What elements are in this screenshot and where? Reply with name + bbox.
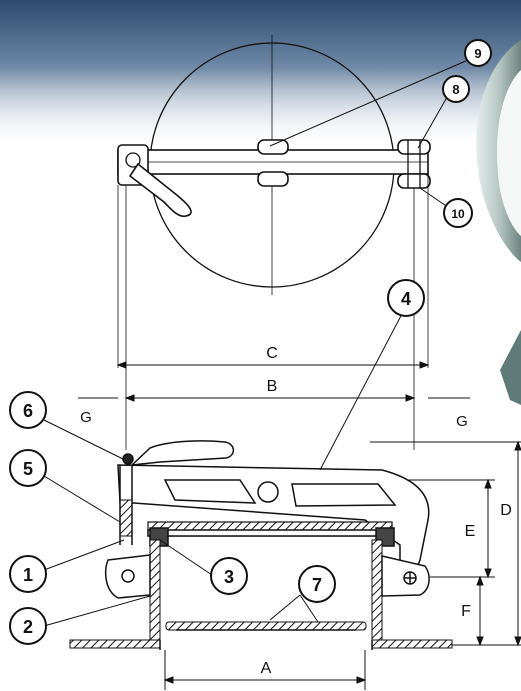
top-view	[117, 35, 431, 295]
right-bolt-top	[397, 139, 431, 155]
dim-label-e: E	[465, 523, 476, 540]
projection-lines	[117, 174, 429, 450]
callout-9: 9	[464, 39, 492, 67]
body-wall-left	[149, 539, 161, 641]
svg-text:4: 4	[401, 289, 411, 309]
header-banner	[0, 0, 521, 150]
callout-2: 2	[9, 607, 47, 645]
top-screw	[122, 453, 134, 465]
svg-text:3: 3	[224, 567, 234, 587]
dimension-labels: C B G G D E F A	[80, 345, 512, 677]
dim-label-g-left: G	[80, 409, 92, 426]
svg-text:6: 6	[23, 401, 33, 421]
svg-text:9: 9	[474, 46, 481, 61]
callout-3: 3	[210, 557, 248, 595]
callout-7: 7	[298, 565, 336, 603]
inner-screen	[165, 621, 367, 631]
callout-4: 4	[387, 279, 425, 317]
product-photo-fragment	[476, 40, 521, 405]
dim-label-a: A	[261, 660, 272, 677]
svg-text:5: 5	[23, 459, 33, 479]
svg-text:10: 10	[451, 207, 465, 221]
center-bolt-bottom	[257, 171, 289, 187]
spring	[119, 499, 133, 537]
dim-label-b: B	[267, 378, 278, 395]
callouts: 9 8 10 4 6 5 1 3	[9, 39, 492, 645]
deck-plate-right	[371, 639, 453, 649]
svg-text:8: 8	[452, 82, 459, 97]
dim-label-d: D	[500, 502, 512, 519]
top-lever	[128, 162, 192, 218]
body-wall-right	[371, 539, 383, 641]
dim-label-f: F	[461, 603, 471, 620]
side-view	[69, 440, 453, 650]
lever-pivot	[257, 481, 279, 503]
dim-label-c: C	[266, 345, 278, 362]
svg-text:7: 7	[312, 575, 322, 595]
deck-plate-left	[69, 639, 161, 649]
leader-lines	[43, 59, 469, 627]
right-bolt-bottom	[397, 173, 431, 189]
callout-5: 5	[9, 449, 47, 487]
center-bolt-top	[257, 139, 289, 155]
dim-label-g-right: G	[456, 413, 468, 430]
callout-10: 10	[443, 198, 473, 228]
callout-6: 6	[9, 391, 47, 429]
callout-8: 8	[442, 75, 470, 103]
svg-text:1: 1	[23, 565, 33, 585]
dimension-lines	[78, 361, 521, 690]
svg-text:2: 2	[23, 617, 33, 637]
side-handle	[129, 440, 235, 466]
callout-1: 1	[9, 555, 47, 593]
